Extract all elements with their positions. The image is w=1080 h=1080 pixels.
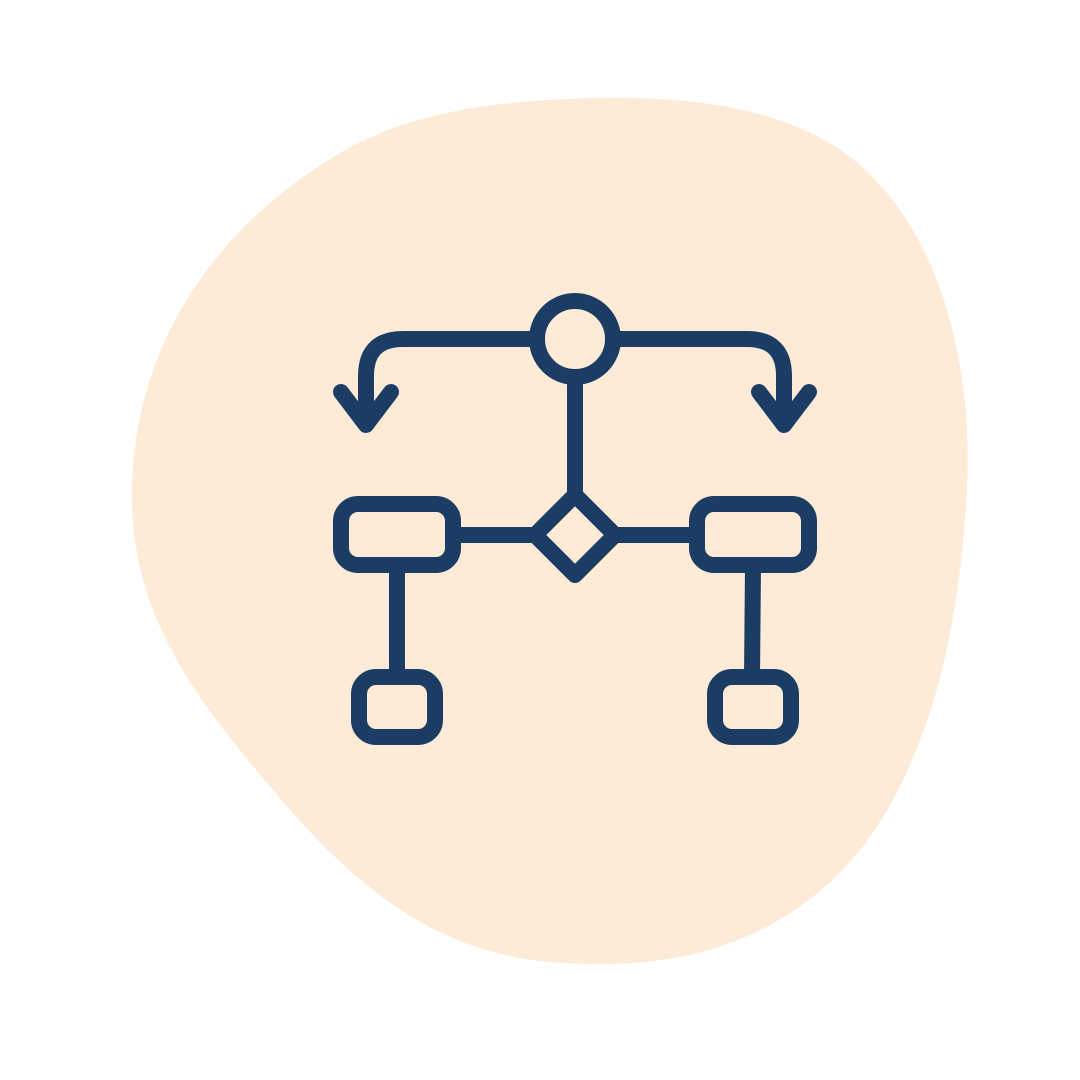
left-output-box — [351, 669, 443, 745]
right-process-to-output-connector — [744, 557, 761, 685]
flowchart-icon — [333, 293, 817, 745]
left-branch-connector — [358, 331, 545, 430]
right-down-arrow — [751, 384, 817, 433]
left-down-arrow — [333, 384, 399, 433]
right-output-box — [707, 669, 799, 745]
right-branch-connector — [605, 331, 792, 430]
decision-diamond — [527, 487, 623, 583]
